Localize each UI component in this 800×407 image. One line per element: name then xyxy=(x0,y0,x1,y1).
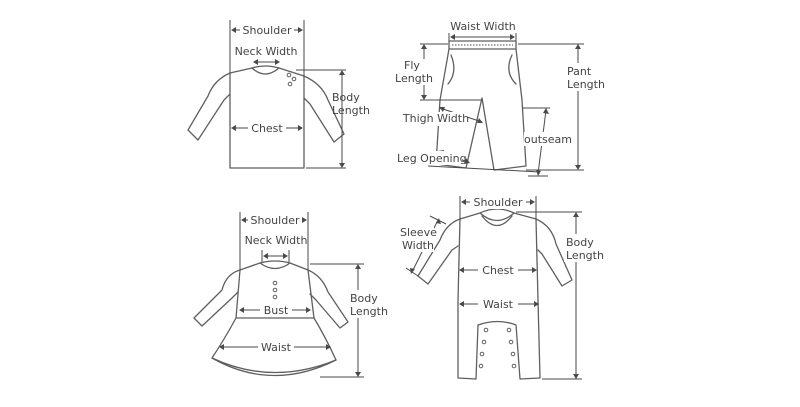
dress-button xyxy=(272,294,278,300)
pants-figure: Waist Width Fly Length Pant Length Thigh… xyxy=(395,20,606,177)
romper-body-length-label: Length xyxy=(566,249,604,262)
pants-pant-length-label: Length xyxy=(567,78,605,91)
romper-snap xyxy=(478,363,484,369)
shirt-outline xyxy=(229,67,305,169)
dress-bust-label: Bust xyxy=(264,304,289,317)
pants-leg-opening-label: Leg Opening xyxy=(397,152,467,165)
pants-outseam-label: outseam xyxy=(524,133,572,146)
romper-chest-label: Chest xyxy=(482,264,514,277)
romper-figure: Shoulder Sleeve Width Chest Waist Body L… xyxy=(398,195,606,380)
dress-body-length-label: Length xyxy=(350,305,388,318)
pants-waistband xyxy=(448,40,517,50)
shirt-button xyxy=(287,81,293,87)
shirt-right-sleeve xyxy=(303,75,345,143)
pants-pant-length-label: Pant xyxy=(567,65,592,78)
pants-fly-length-label: Length xyxy=(395,72,433,85)
romper-sleeve-width-label: Width xyxy=(402,239,434,252)
dress-hem xyxy=(211,357,337,374)
shirt-shoulder-label: Shoulder xyxy=(243,24,292,37)
romper-outline xyxy=(457,212,541,380)
pants-waist-width-label: Waist Width xyxy=(450,20,515,33)
pants-pocket xyxy=(508,54,517,85)
romper-waist-label: Waist xyxy=(483,298,514,311)
romper-snap xyxy=(510,351,516,357)
romper-snap xyxy=(483,327,489,333)
romper-snap xyxy=(508,339,514,345)
romper-shoulder-label: Shoulder xyxy=(474,196,523,209)
romper-body-length-label: Body xyxy=(566,236,594,249)
dress-skirt xyxy=(211,317,337,377)
romper-snap xyxy=(511,363,517,369)
pants-fly-length-label: Fly xyxy=(404,59,420,72)
romper-snap xyxy=(506,327,512,333)
dress-neck-width-label: Neck Width xyxy=(245,234,308,247)
shirt-chest-label: Chest xyxy=(251,122,283,135)
dress-bodice xyxy=(235,262,315,319)
romper-sleeve-width-label: Sleeve xyxy=(400,226,437,239)
dress-collar xyxy=(259,260,291,264)
dress-shoulder-label: Shoulder xyxy=(251,214,300,227)
romper-left-sleeve xyxy=(417,218,461,285)
shirt-button xyxy=(291,76,297,82)
dress-body-length-label: Body xyxy=(350,292,378,305)
romper-collar xyxy=(479,208,515,214)
dress-button xyxy=(272,287,278,293)
shirt-body-length-label: Length xyxy=(332,104,370,117)
dress-figure: Shoulder Neck Width Bust Waist Body Leng… xyxy=(193,212,388,378)
romper-snap xyxy=(481,339,487,345)
shirt-left-sleeve xyxy=(187,72,231,141)
romper-collar-rib xyxy=(481,215,513,227)
romper-right-sleeve xyxy=(535,218,573,287)
dress-right-sleeve xyxy=(307,269,349,329)
shirt-neck-width-label: Neck Width xyxy=(235,45,298,58)
pants-pocket xyxy=(447,54,455,85)
dress-waist-label: Waist xyxy=(261,341,292,354)
dress-left-sleeve xyxy=(193,269,241,327)
shirt-figure: Shoulder Neck Width Chest Body Length xyxy=(187,20,370,169)
shirt-body-length-label: Body xyxy=(332,91,360,104)
shirt-button xyxy=(286,72,292,78)
romper-snap xyxy=(479,351,485,357)
dress-button xyxy=(272,280,278,286)
shirt-collar xyxy=(251,65,280,69)
pants-thigh-width-label: Thigh Width xyxy=(402,112,469,125)
